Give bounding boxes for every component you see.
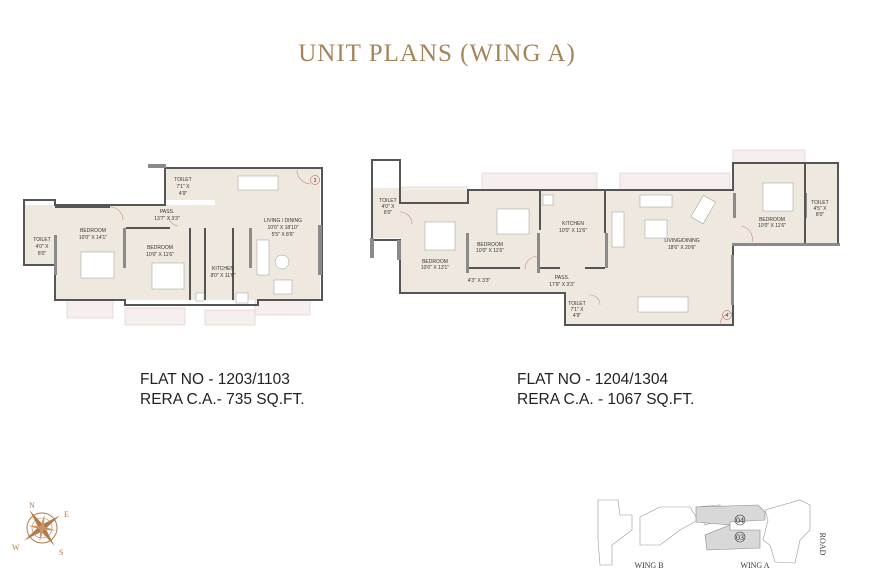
unit-marker-3	[310, 175, 320, 185]
wing-b-label: WING B	[634, 561, 663, 570]
compass-e: E	[64, 510, 69, 519]
pass-dim: 17'9" X 3'3"	[549, 282, 575, 288]
flat-1-number: FLAT NO - 1203/1103	[140, 371, 290, 388]
toilet-right-dim1: 4'5" X	[813, 206, 827, 212]
bedroom-right-label: BEDROOM	[759, 217, 785, 223]
compass-rose-icon: N E S W	[12, 501, 69, 557]
bedroom-mid-dim: 10'0" X 11'6"	[476, 248, 504, 254]
living-dim: 18'6" X 20'6"	[668, 245, 696, 251]
toilet-top-label: TOILET	[174, 177, 191, 183]
bedroom-2-dim: 10'0" X 11'6"	[146, 252, 174, 258]
toilet-left-dim2: 8'0"	[38, 251, 47, 257]
unit-marker-4	[722, 310, 732, 320]
toilet-left-dim1: 4'0" X	[381, 204, 395, 210]
toilet-bottom-dim2: 4'9"	[573, 313, 582, 319]
flat-2-rera: RERA C.A. - 1067 SQ.FT.	[517, 391, 695, 408]
bedroom-mid-label: BEDROOM	[477, 242, 503, 248]
pass-label: PASS.	[555, 275, 569, 281]
lobby-dim: 4'3" X 3'3"	[468, 278, 491, 284]
compass-w: W	[12, 543, 20, 552]
toilet-left-dim2: 8'0"	[384, 210, 393, 216]
bedroom-1-dim: 10'0" X 14'1"	[79, 235, 107, 241]
kitchen-label: KITCHEN	[562, 221, 584, 227]
bedroom-right-dim: 10'0" X 11'6"	[758, 223, 786, 229]
compass-n: N	[29, 501, 35, 510]
kitchen-label: KITCHEN	[212, 266, 234, 272]
flat-2-number: FLAT NO - 1204/1304	[517, 371, 669, 388]
pass-dim: 13'7" X 3'3"	[154, 216, 180, 222]
key-unit-03: 03	[736, 533, 744, 542]
wing-a-label: WING A	[740, 561, 769, 570]
kitchen-dim: 10'0" X 11'6"	[559, 228, 587, 234]
bedroom-left-label: BEDROOM	[422, 259, 448, 265]
toilet-bottom-label: TOILET	[568, 301, 585, 307]
toilet-top-dim2: 4'9"	[179, 191, 188, 197]
living-dim1: 10'0" X 18'10"	[267, 225, 298, 231]
compass-s: S	[59, 548, 63, 557]
flat-1-info: FLAT NO - 1203/1103 RERA C.A.- 735 SQ.FT…	[140, 370, 305, 410]
bedroom-1-label: BEDROOM	[80, 228, 106, 234]
living-label: LIVING/DINING	[664, 238, 699, 244]
toilet-right-label: TOILET	[811, 200, 828, 206]
floor-plan-1204: 4 TOILET 4'0" X 8'0" BEDROOM 10'0" X 13'…	[370, 149, 840, 326]
toilet-right-dim2: 8'0"	[816, 212, 825, 218]
key-plan: 04 03 WING B WING A ROAD	[597, 499, 827, 570]
toilet-left-dim1: 4'0" X	[35, 244, 49, 250]
road-label: ROAD	[818, 533, 827, 556]
toilet-top-dim1: 7'1" X	[176, 184, 190, 190]
floor-plan-1203: 3 TOILET 7'1" X 4'9" TOILET 4'0" X 8'0" …	[23, 164, 323, 326]
unit-marker-4-label: 4	[726, 313, 729, 319]
toilet-left-label: TOILET	[33, 237, 50, 243]
bedroom-left-dim: 10'0" X 13'1"	[421, 265, 449, 271]
pass-label: PASS.	[160, 209, 174, 215]
key-unit-04: 04	[736, 516, 744, 525]
kitchen-dim: 8'0" X 11'6"	[210, 273, 235, 279]
bedroom-2-label: BEDROOM	[147, 245, 173, 251]
unit-marker-3-label: 3	[314, 178, 317, 184]
living-label: LIVING / DINING	[264, 218, 302, 224]
page-title: UNIT PLANS (WING A)	[298, 40, 576, 67]
toilet-bottom-dim1: 7'1" X	[570, 307, 584, 313]
flat-1-rera: RERA C.A.- 735 SQ.FT.	[140, 391, 305, 408]
toilet-left-label: TOILET	[379, 198, 396, 204]
flat-2-info: FLAT NO - 1204/1304 RERA C.A. - 1067 SQ.…	[517, 370, 694, 410]
living-dim2: 5'5" X 8'6"	[272, 232, 295, 238]
